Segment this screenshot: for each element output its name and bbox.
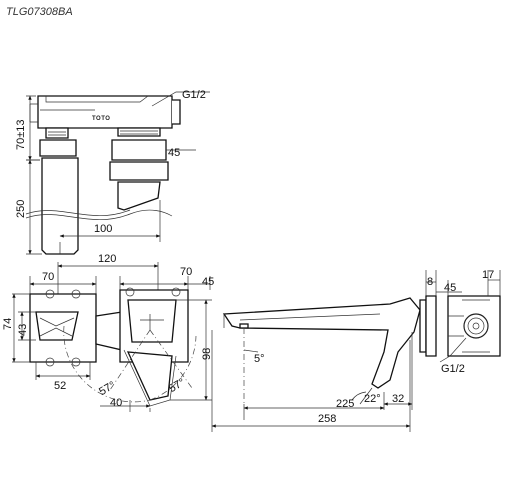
elevation-view: TOTO 70±13 250 100 45 G1/ xyxy=(15,89,210,255)
dim-height-98: 98 xyxy=(201,348,213,360)
dim-height-74: 74 xyxy=(2,318,14,330)
dim-spindle-45: 45 xyxy=(168,147,180,159)
dim-plate-70-right: 70 xyxy=(180,266,192,278)
dim-spout-45: 45 xyxy=(444,282,456,294)
dim-length-225: 225 xyxy=(336,398,354,410)
brand-mark: TOTO xyxy=(92,116,110,122)
dim-depth-250: 250 xyxy=(15,200,27,218)
angle-22: 22° xyxy=(364,393,381,405)
thread-top: G1/2 xyxy=(182,89,206,101)
dim-plate-45: 45 xyxy=(202,276,214,288)
dim-width-52: 52 xyxy=(54,380,66,392)
dim-width-40: 40 xyxy=(110,397,122,409)
dim-body-height: 70±13 xyxy=(15,119,27,150)
dim-spout-17: 17 xyxy=(482,269,494,281)
dim-spacing-120: 120 xyxy=(98,253,116,265)
front-view: 120 70 70 45 74 43 xyxy=(2,253,214,412)
model-code: TLG07308BA xyxy=(6,6,73,18)
dim-length-258: 258 xyxy=(318,413,336,425)
angle-57-left: 57° xyxy=(97,379,117,398)
dim-plate-70-left: 70 xyxy=(42,271,54,283)
spout-profile: 5° 8 45 17 G1/2 22° 225 32 258 xyxy=(211,269,501,432)
dim-height-43: 43 xyxy=(17,324,29,336)
dim-spout-8: 8 xyxy=(427,276,433,288)
dim-spacing-100: 100 xyxy=(94,223,112,235)
dim-length-32: 32 xyxy=(392,393,404,405)
thread-side: G1/2 xyxy=(441,363,465,375)
angle-5: 5° xyxy=(254,353,265,365)
